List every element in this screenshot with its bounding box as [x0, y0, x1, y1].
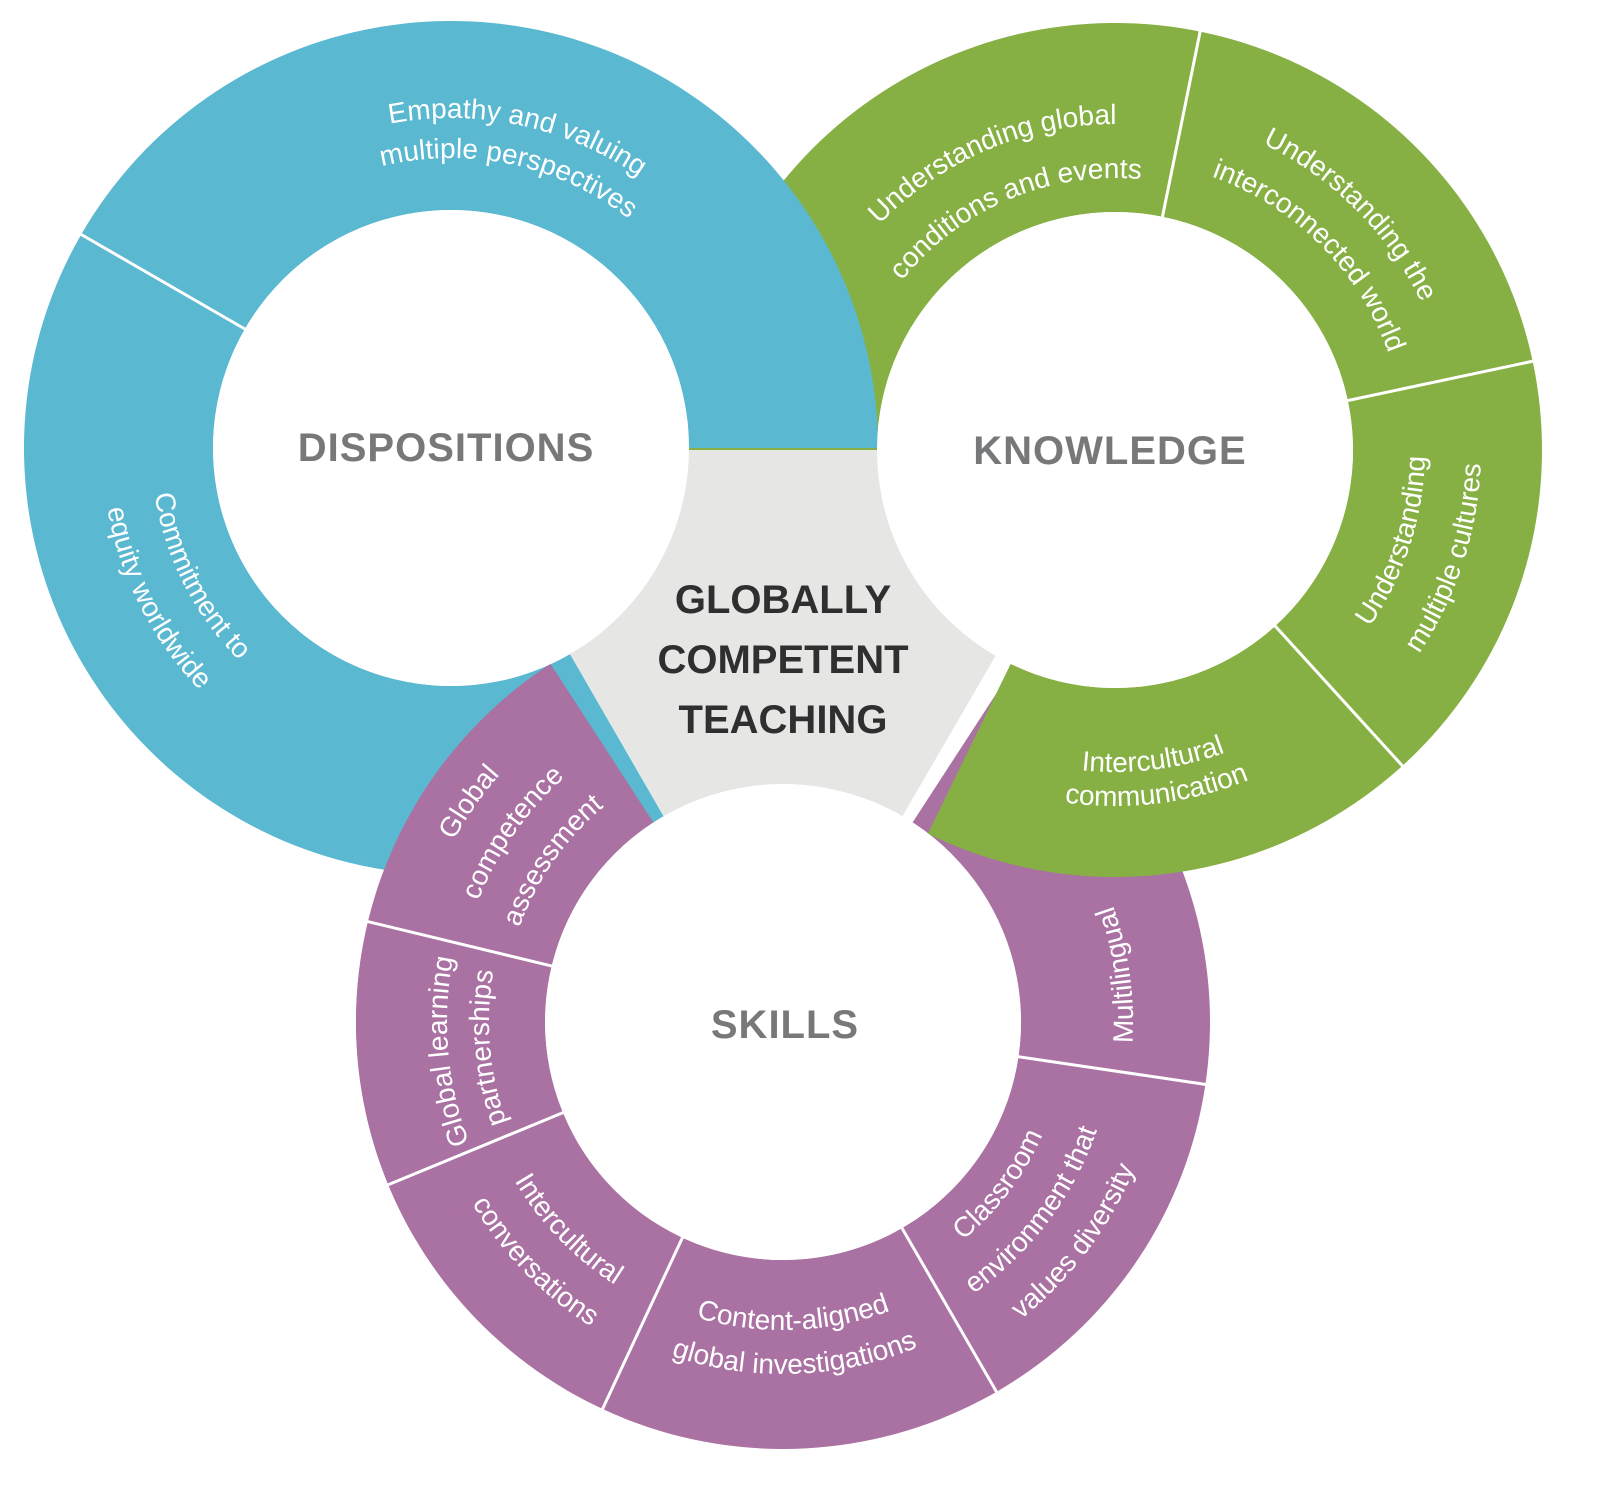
dispositions-inner-circle — [213, 210, 689, 686]
segment-divider — [898, 1223, 1000, 1397]
knowledge-ring — [688, 22, 1542, 878]
inner-circles — [213, 210, 1353, 1260]
segment-divider — [1014, 1054, 1210, 1087]
segment-divider — [1343, 358, 1537, 403]
rings-layer — [23, 20, 1542, 1449]
center-title-line: TEACHING — [679, 698, 888, 742]
segment-divider — [1160, 27, 1203, 221]
center-title: GLOBALLY COMPETENT TEACHING — [657, 578, 908, 742]
segment-divider — [383, 1109, 568, 1188]
center-title-line: COMPETENT — [657, 638, 908, 682]
center-title-line: GLOBALLY — [675, 578, 892, 622]
segment-divider — [363, 919, 556, 969]
segment-divider — [76, 231, 250, 333]
skills-ring-overlap — [356, 663, 654, 1236]
knowledge-inner-circle — [877, 212, 1353, 688]
dispositions-title: DISPOSITIONS — [298, 426, 595, 470]
skills-inner-circle — [545, 784, 1021, 1260]
skills-title: SKILLS — [711, 1003, 859, 1047]
knowledge-title: KNOWLEDGE — [973, 429, 1246, 473]
segment-divider — [1271, 622, 1407, 770]
segment-divider — [599, 1233, 686, 1414]
dispositions-ring — [23, 20, 879, 876]
segment-dividers — [76, 27, 1537, 1414]
